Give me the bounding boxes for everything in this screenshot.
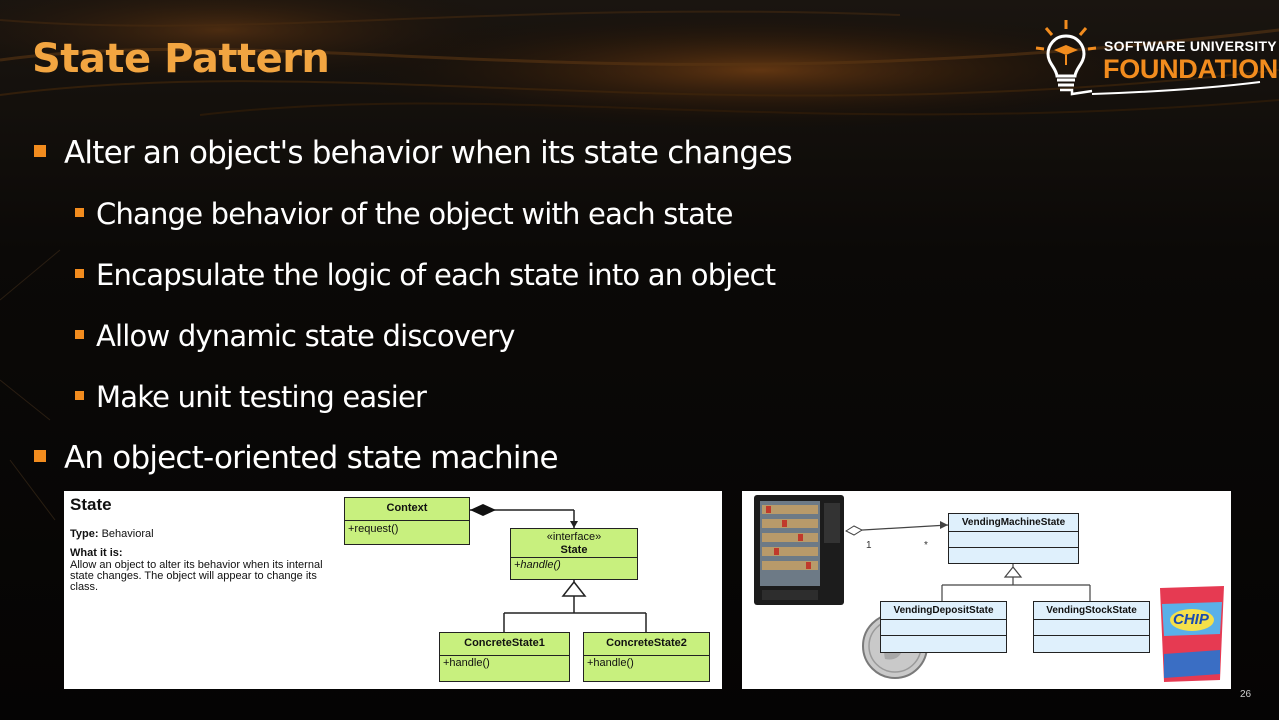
uml-class-concrete-state-1: ConcreteState1 +handle() <box>439 632 570 682</box>
uml-what-label: What it is: <box>70 547 123 559</box>
sub-bullet-item: Allow dynamic state discovery <box>34 311 792 372</box>
uml-interface-state: «interface» State +handle() <box>510 528 638 580</box>
bullet-text: Alter an object's behavior when its stat… <box>64 135 793 171</box>
page-number: 26 <box>1240 689 1252 700</box>
uml-type-label: Type: <box>70 528 99 540</box>
uml-class-vending-deposit-state: VendingDepositState <box>880 601 1007 653</box>
sub-bullet-item: Make unit testing easier <box>34 372 792 433</box>
uml-type-value: Behavioral <box>101 528 154 540</box>
uml-class-section <box>881 635 1006 651</box>
uml-method: +request() <box>345 520 469 537</box>
uml-class-concrete-state-2: ConcreteState2 +handle() <box>583 632 710 682</box>
uml-class-vending-stock-state: VendingStockState <box>1033 601 1150 653</box>
chips-label: CHIP <box>1173 611 1209 628</box>
logo-text-bottom: FOUNDATION <box>1103 54 1278 84</box>
uml-class-name: ConcreteState1 <box>464 637 545 649</box>
bullet-square-icon <box>34 145 46 157</box>
uml-class-vending-machine-state: VendingMachineState <box>948 513 1079 564</box>
uml-description: Allow an object to alter its behavior wh… <box>70 559 323 593</box>
uml-class-name: State <box>560 544 588 556</box>
state-pattern-uml-image: State Type: Behavioral What it is: Allow… <box>64 491 722 689</box>
uml-class-name: VendingStockState <box>1046 605 1137 616</box>
uml-class-section <box>881 619 1006 635</box>
uml-heading: State <box>70 495 112 514</box>
bullet-list: Alter an object's behavior when its stat… <box>34 128 793 494</box>
uml-stereotype: «interface» <box>546 531 602 543</box>
slide-title: State Pattern <box>32 36 330 82</box>
bullet-text: Encapsulate the logic of each state into… <box>96 258 776 292</box>
logo-swoosh <box>1091 81 1261 95</box>
logo-text-top: SOFTWARE UNIVERSITY <box>1104 38 1277 54</box>
uml-class-name: VendingMachineState <box>961 517 1066 528</box>
uml-class-section <box>949 531 1078 547</box>
multiplicity-right: * <box>924 540 928 551</box>
sub-bullet-item: Change behavior of the object with each … <box>34 189 792 250</box>
uml-class-section <box>1034 635 1149 651</box>
uml-method: +handle() <box>584 655 709 671</box>
vending-machine-icon <box>754 495 844 605</box>
bullet-text: Make unit testing easier <box>96 380 427 414</box>
uml-class-context: Context +request() <box>344 497 470 545</box>
uml-class-section <box>949 547 1078 563</box>
vending-machine-uml-image: CHIP 1 * VendingMachineState VendingDepo… <box>742 491 1231 689</box>
bullet-square-icon <box>75 330 84 339</box>
uml-class-name: ConcreteState2 <box>606 637 687 649</box>
uml-connectors <box>844 521 1091 601</box>
uml-class-section <box>1034 619 1149 635</box>
multiplicity-left: 1 <box>866 540 872 551</box>
softuni-logo: SOFTWARE UNIVERSITY FOUNDATION <box>1032 18 1278 98</box>
bullet-square-icon <box>75 391 84 400</box>
uml-class-name: Context <box>386 502 428 514</box>
chips-bag-icon <box>1160 586 1224 682</box>
bullet-square-icon <box>75 269 84 278</box>
bullet-text: Change behavior of the object with each … <box>96 197 733 231</box>
bullet-square-icon <box>34 450 46 462</box>
bullet-square-icon <box>75 208 84 217</box>
uml-method: +handle() <box>511 557 637 573</box>
uml-method: +handle() <box>440 655 569 671</box>
bullet-text: Allow dynamic state discovery <box>96 319 515 353</box>
lightbulb-icon <box>1035 20 1097 96</box>
bullet-text: An object-oriented state machine <box>64 440 559 476</box>
bullet-item: An object-oriented state machine <box>34 433 792 494</box>
uml-type-line: Type: Behavioral <box>70 528 154 540</box>
uml-connectors <box>470 504 647 632</box>
bullet-item: Alter an object's behavior when its stat… <box>34 128 793 189</box>
sub-bullet-item: Encapsulate the logic of each state into… <box>34 250 792 311</box>
uml-class-name: VendingDepositState <box>893 605 994 616</box>
